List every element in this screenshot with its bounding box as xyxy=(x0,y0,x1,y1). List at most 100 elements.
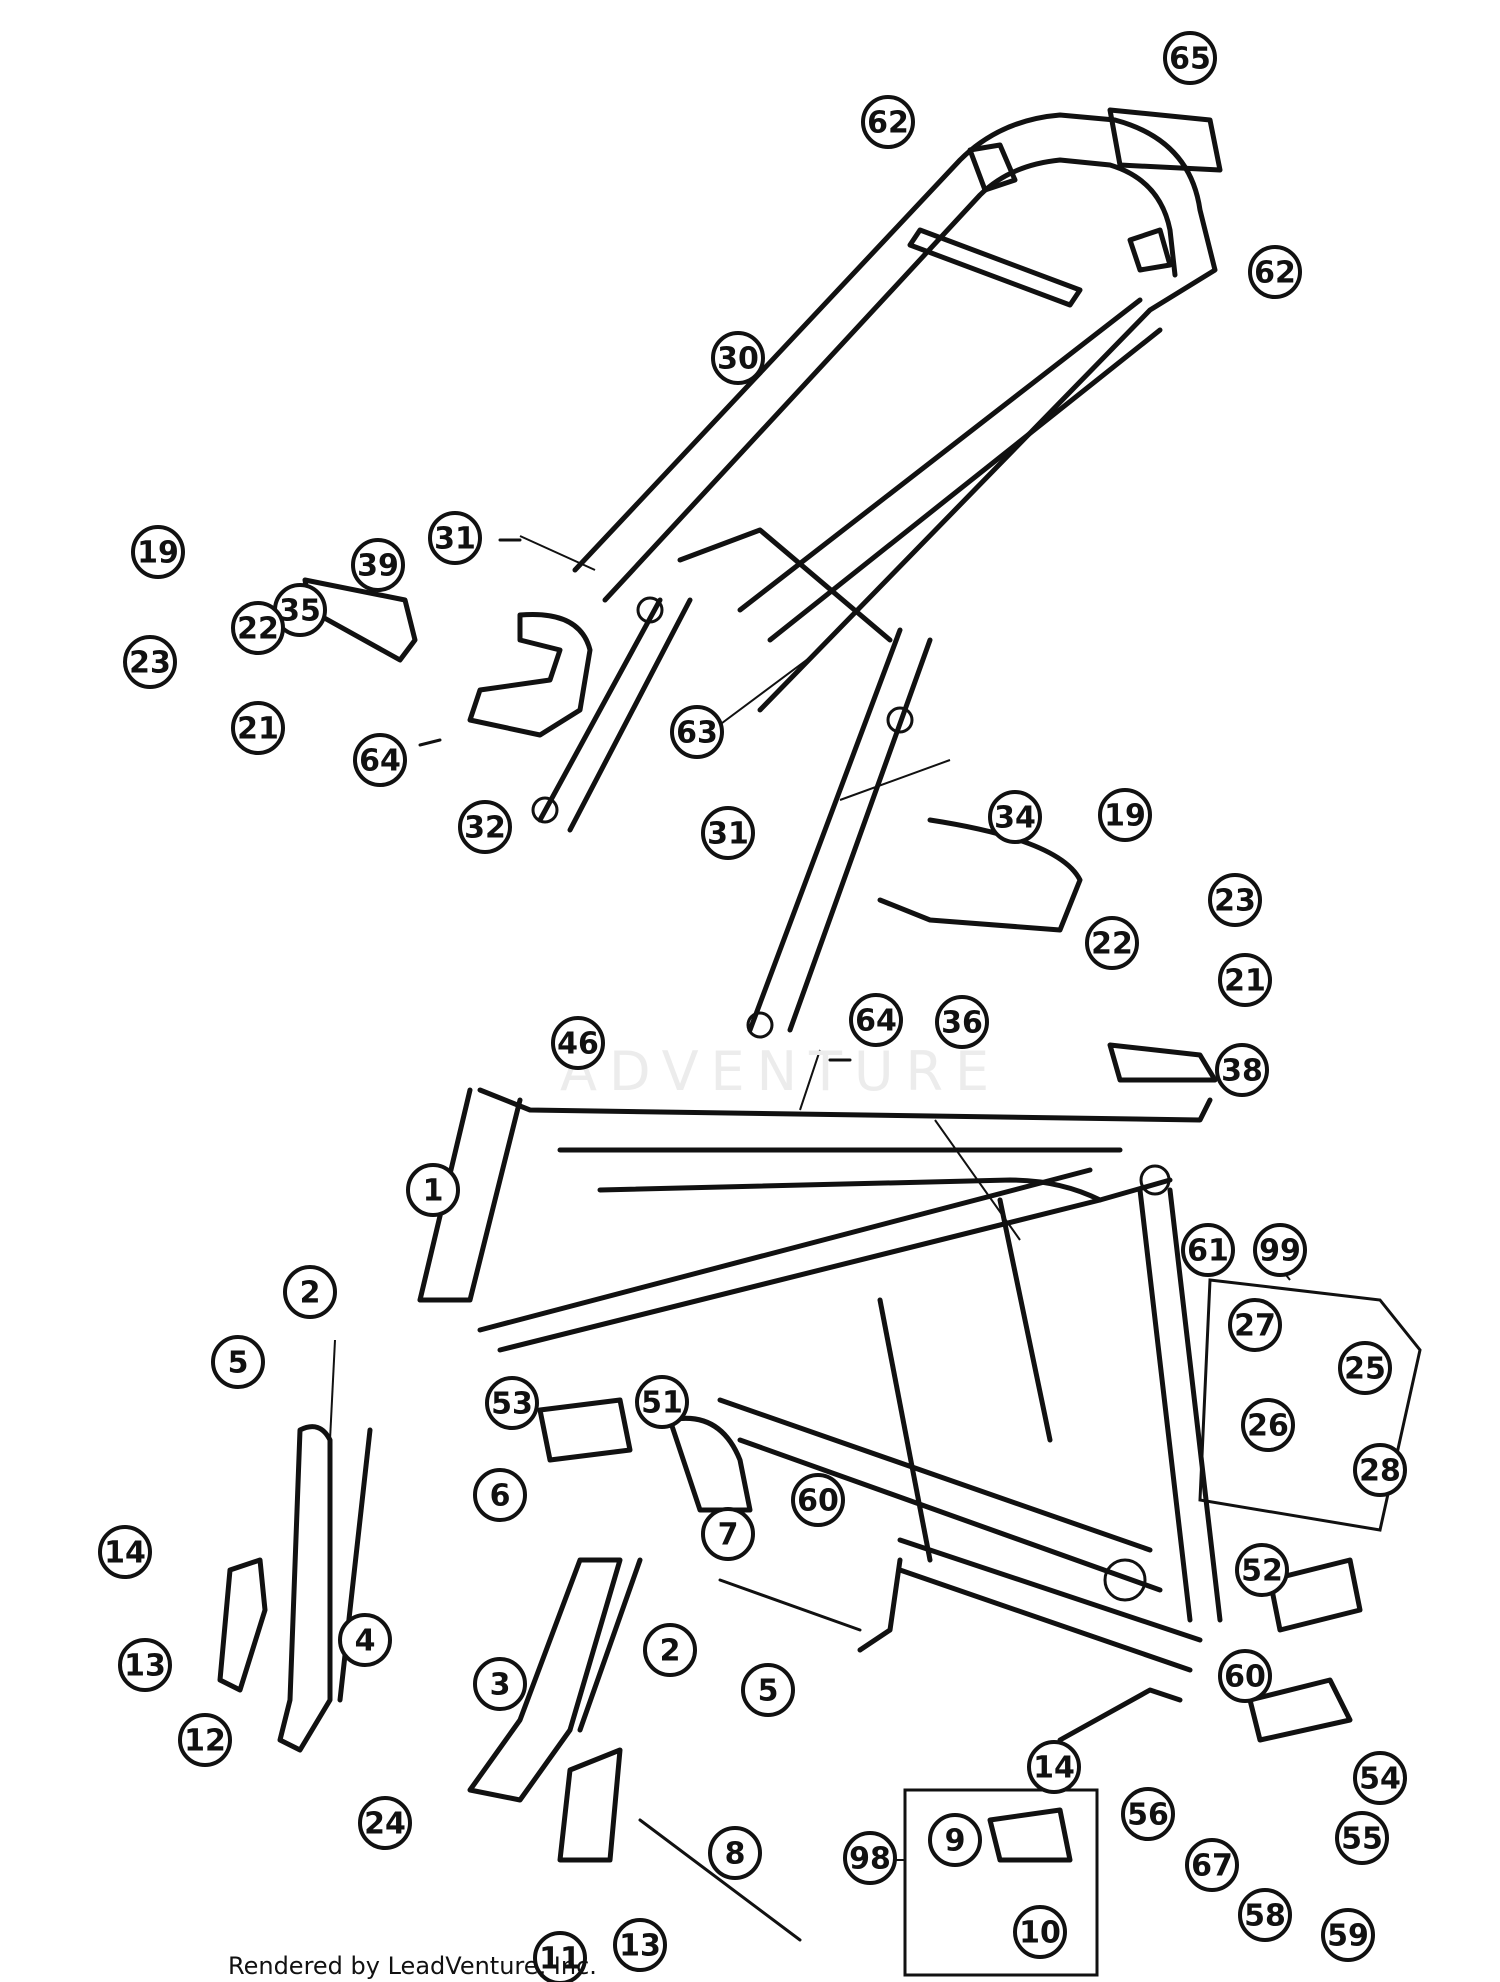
callout-number: 55 xyxy=(1341,1822,1383,1857)
callout-number: 6 xyxy=(490,1479,511,1514)
callout-46: 46 xyxy=(551,1016,605,1070)
callout-number: 64 xyxy=(855,1004,897,1039)
callout-number: 23 xyxy=(129,646,171,681)
callout-27: 27 xyxy=(1228,1298,1282,1352)
callout-28: 28 xyxy=(1353,1443,1407,1497)
callout-circle xyxy=(849,993,903,1047)
callout-14: 14 xyxy=(1027,1740,1081,1794)
callout-circle xyxy=(231,701,285,755)
callout-4: 4 xyxy=(338,1613,392,1667)
callout-circle xyxy=(1253,1223,1307,1277)
callout-circle xyxy=(861,95,915,149)
callout-circle xyxy=(428,511,482,565)
callout-circle xyxy=(533,1931,587,1982)
callout-number: 25 xyxy=(1344,1352,1386,1387)
callout-circle xyxy=(643,1623,697,1677)
callout-2: 2 xyxy=(643,1623,697,1677)
callout-number: 13 xyxy=(619,1929,661,1964)
callout-7: 7 xyxy=(701,1507,755,1561)
callout-circle xyxy=(988,790,1042,844)
callout-circle xyxy=(178,1713,232,1767)
callout-circle xyxy=(406,1163,460,1217)
main-frame xyxy=(417,1087,1223,1743)
callout-12: 12 xyxy=(178,1713,232,1767)
leader-lines xyxy=(329,535,1021,1441)
callout-38: 38 xyxy=(1215,1043,1269,1097)
callout-circle xyxy=(1235,1543,1289,1597)
callout-number: 2 xyxy=(300,1276,321,1311)
callout-circle xyxy=(1215,1043,1269,1097)
callout-5: 5 xyxy=(741,1663,795,1717)
callout-number: 65 xyxy=(1169,42,1211,77)
callout-36: 36 xyxy=(935,995,989,1049)
callout-circle xyxy=(123,635,177,689)
callout-99: 99 xyxy=(1253,1223,1307,1277)
callout-number: 23 xyxy=(1214,884,1256,919)
watermark-text: ADVENTURE xyxy=(560,1040,1002,1103)
callout-circle xyxy=(1353,1751,1407,1805)
callout-59: 59 xyxy=(1321,1908,1375,1962)
callout-2: 2 xyxy=(283,1265,337,1319)
callout-circle xyxy=(791,1473,845,1527)
callout-number: 54 xyxy=(1359,1762,1401,1797)
callout-number: 5 xyxy=(228,1346,249,1381)
callout-number: 11 xyxy=(539,1942,581,1977)
callout-number: 4 xyxy=(355,1624,376,1659)
callout-64: 64 xyxy=(849,993,903,1047)
callout-98: 98 xyxy=(843,1831,897,1885)
callout-circle xyxy=(843,1831,897,1885)
callout-number: 5 xyxy=(758,1674,779,1709)
callout-circle xyxy=(928,1813,982,1867)
callout-circle xyxy=(351,538,405,592)
callout-number: 2 xyxy=(660,1634,681,1669)
callout-39: 39 xyxy=(351,538,405,592)
callout-60: 60 xyxy=(791,1473,845,1527)
callout-number: 56 xyxy=(1127,1798,1169,1833)
callout-number: 98 xyxy=(849,1842,891,1877)
callout-number: 99 xyxy=(1259,1234,1301,1269)
callout-25: 25 xyxy=(1338,1341,1392,1395)
callout-circle xyxy=(358,1796,412,1850)
callout-circle xyxy=(1098,788,1152,842)
callout-circle xyxy=(353,733,407,787)
callout-circle xyxy=(1321,1908,1375,1962)
callout-31: 31 xyxy=(701,806,755,860)
callout-53: 53 xyxy=(485,1376,539,1430)
callout-58: 58 xyxy=(1238,1888,1292,1942)
callout-number: 9 xyxy=(945,1824,966,1859)
callout-63: 63 xyxy=(670,705,724,759)
callout-number: 7 xyxy=(718,1518,739,1553)
callout-number: 60 xyxy=(1224,1660,1266,1695)
callout-circle xyxy=(1163,31,1217,85)
callout-number: 51 xyxy=(641,1386,683,1421)
callout-61: 61 xyxy=(1181,1223,1235,1277)
callout-number: 62 xyxy=(1254,256,1296,291)
callout-13: 13 xyxy=(613,1918,667,1972)
callout-19: 19 xyxy=(1098,788,1152,842)
callout-number: 22 xyxy=(1091,927,1133,962)
callout-1: 1 xyxy=(406,1163,460,1217)
callout-number: 53 xyxy=(491,1387,533,1422)
callout-9: 9 xyxy=(928,1813,982,1867)
callout-number: 67 xyxy=(1191,1849,1233,1884)
callout-number: 31 xyxy=(707,817,749,852)
callout-circle xyxy=(1185,1838,1239,1892)
callout-circle xyxy=(1228,1298,1282,1352)
callout-number: 63 xyxy=(676,716,718,751)
callout-number: 39 xyxy=(357,549,399,584)
callout-55: 55 xyxy=(1335,1811,1389,1865)
callout-circle xyxy=(283,1265,337,1319)
callout-26: 26 xyxy=(1241,1398,1295,1452)
callout-circle xyxy=(473,1657,527,1711)
callout-14: 14 xyxy=(98,1525,152,1579)
callout-number: 32 xyxy=(464,811,506,846)
callout-23: 23 xyxy=(1208,873,1262,927)
callout-34: 34 xyxy=(988,790,1042,844)
subframe xyxy=(531,107,1223,1039)
footer-credit: Rendered by LeadVenture, Inc. xyxy=(228,1952,597,1980)
callout-64: 64 xyxy=(353,733,407,787)
callout-number: 19 xyxy=(137,536,179,571)
callout-number: 61 xyxy=(1187,1234,1229,1269)
callout-23: 23 xyxy=(123,635,177,689)
callout-circle xyxy=(231,601,285,655)
